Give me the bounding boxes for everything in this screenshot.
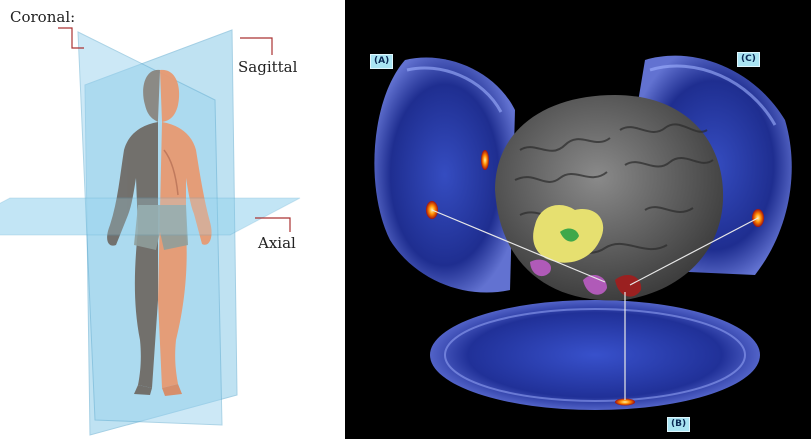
anatomical-planes-figure: Coronal: Sagittal Axial: [0, 0, 345, 439]
axial-slice-b: [430, 300, 760, 410]
slice-label-b: (B): [667, 417, 690, 432]
axial-label: Axial: [258, 234, 296, 252]
slice-label-a: (A): [370, 54, 393, 69]
activation-a2: [481, 150, 489, 170]
brain-mri-figure: (A) (C) (B): [345, 0, 811, 439]
sagittal-leader-line: [240, 38, 272, 55]
axial-leader-line: [255, 218, 290, 232]
slice-label-c: (C): [737, 52, 760, 67]
brain-surface: [495, 95, 723, 300]
coronal-label: Coronal:: [10, 8, 75, 26]
sagittal-label: Sagittal: [238, 58, 297, 76]
sagittal-slice-a: [374, 57, 515, 292]
